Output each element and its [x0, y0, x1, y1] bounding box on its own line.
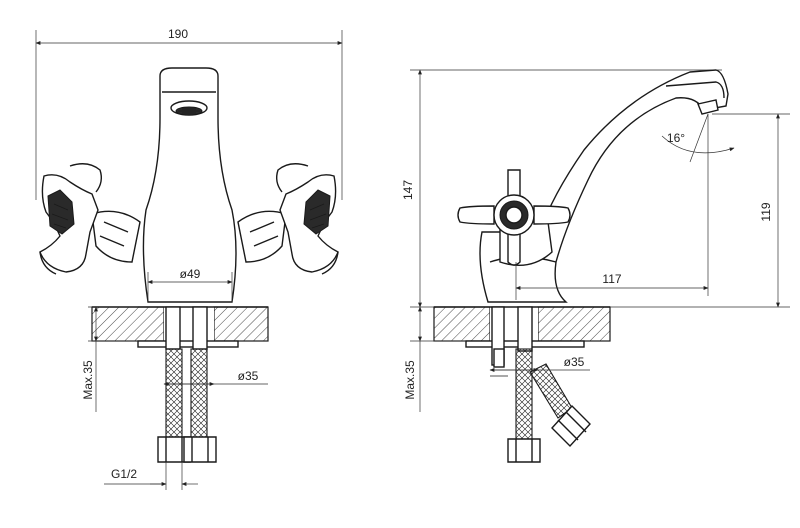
- front-hoses: [157, 306, 217, 463]
- side-hole-dia-label: ø35: [564, 355, 585, 369]
- side-hole-dia-dimension: ø35: [489, 355, 590, 372]
- front-left-handle: [39, 163, 141, 275]
- front-width-label: 190: [168, 27, 188, 41]
- side-thickness-dimension: Max.35: [403, 306, 466, 412]
- side-spout-height-label: 119: [759, 202, 773, 221]
- side-view: 147 119: [401, 69, 790, 463]
- side-angle-dimension: 16°: [661, 113, 735, 166]
- front-thread-dimension: G1/2: [104, 462, 198, 490]
- side-reach-dimension: 117: [515, 166, 709, 300]
- side-reach-label: 117: [602, 272, 621, 286]
- side-cross-handle: [457, 169, 571, 266]
- side-spout-height-dimension: 119: [610, 113, 790, 308]
- side-thickness-label: Max.35: [403, 360, 417, 400]
- front-right-handle: [237, 163, 339, 275]
- front-hole-dia-label: ø35: [238, 369, 259, 383]
- side-height-label: 147: [401, 180, 415, 200]
- side-height-dimension: 147: [401, 69, 722, 308]
- front-view: 190: [35, 27, 343, 490]
- front-spout-dia-label: ø49: [180, 267, 201, 281]
- front-spout-dia-dimension: ø49: [147, 267, 233, 302]
- front-thickness-label: Max.35: [81, 360, 95, 400]
- front-spout-body: [142, 67, 237, 303]
- front-thickness-dimension: Max.35: [81, 306, 138, 412]
- front-thread-label: G1/2: [111, 467, 137, 481]
- side-hoses: [490, 306, 591, 463]
- front-width-dimension: 190: [35, 27, 343, 200]
- side-angle-label: 16°: [667, 131, 685, 145]
- front-hole-dia-dimension: ø35: [163, 369, 268, 386]
